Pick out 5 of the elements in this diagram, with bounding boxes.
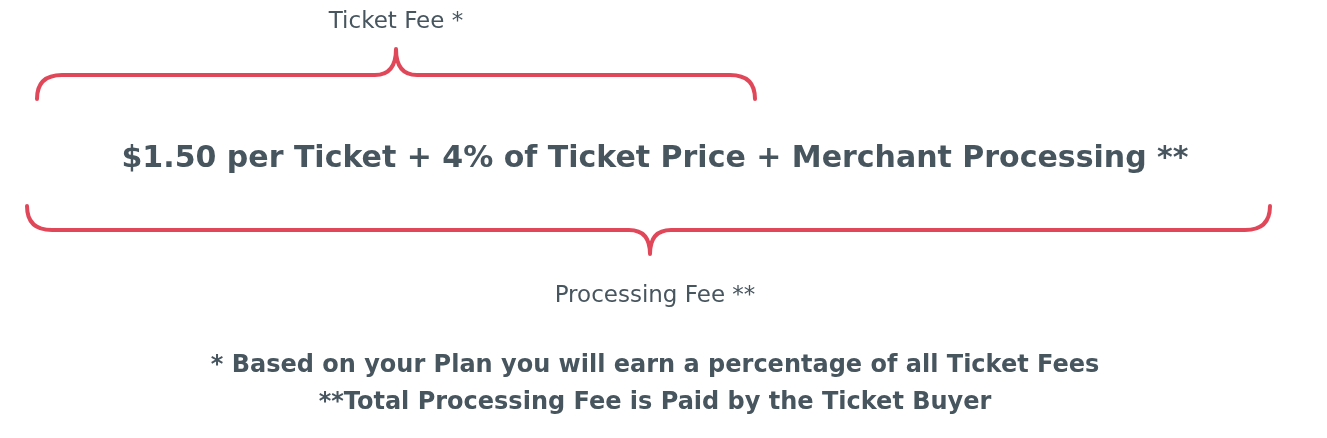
fee-formula: $1.50 per Ticket + 4% of Ticket Price + Merchant Processing ** — [121, 140, 1189, 175]
footnote: **Total Processing Fee is Paid by the Ticket Buyer — [318, 388, 992, 416]
brace-label: Ticket Fee * — [328, 7, 464, 34]
brace-label: Processing Fee ** — [554, 281, 756, 308]
footnote: * Based on your Plan you will earn a percentage of all Ticket Fees — [210, 351, 1100, 379]
